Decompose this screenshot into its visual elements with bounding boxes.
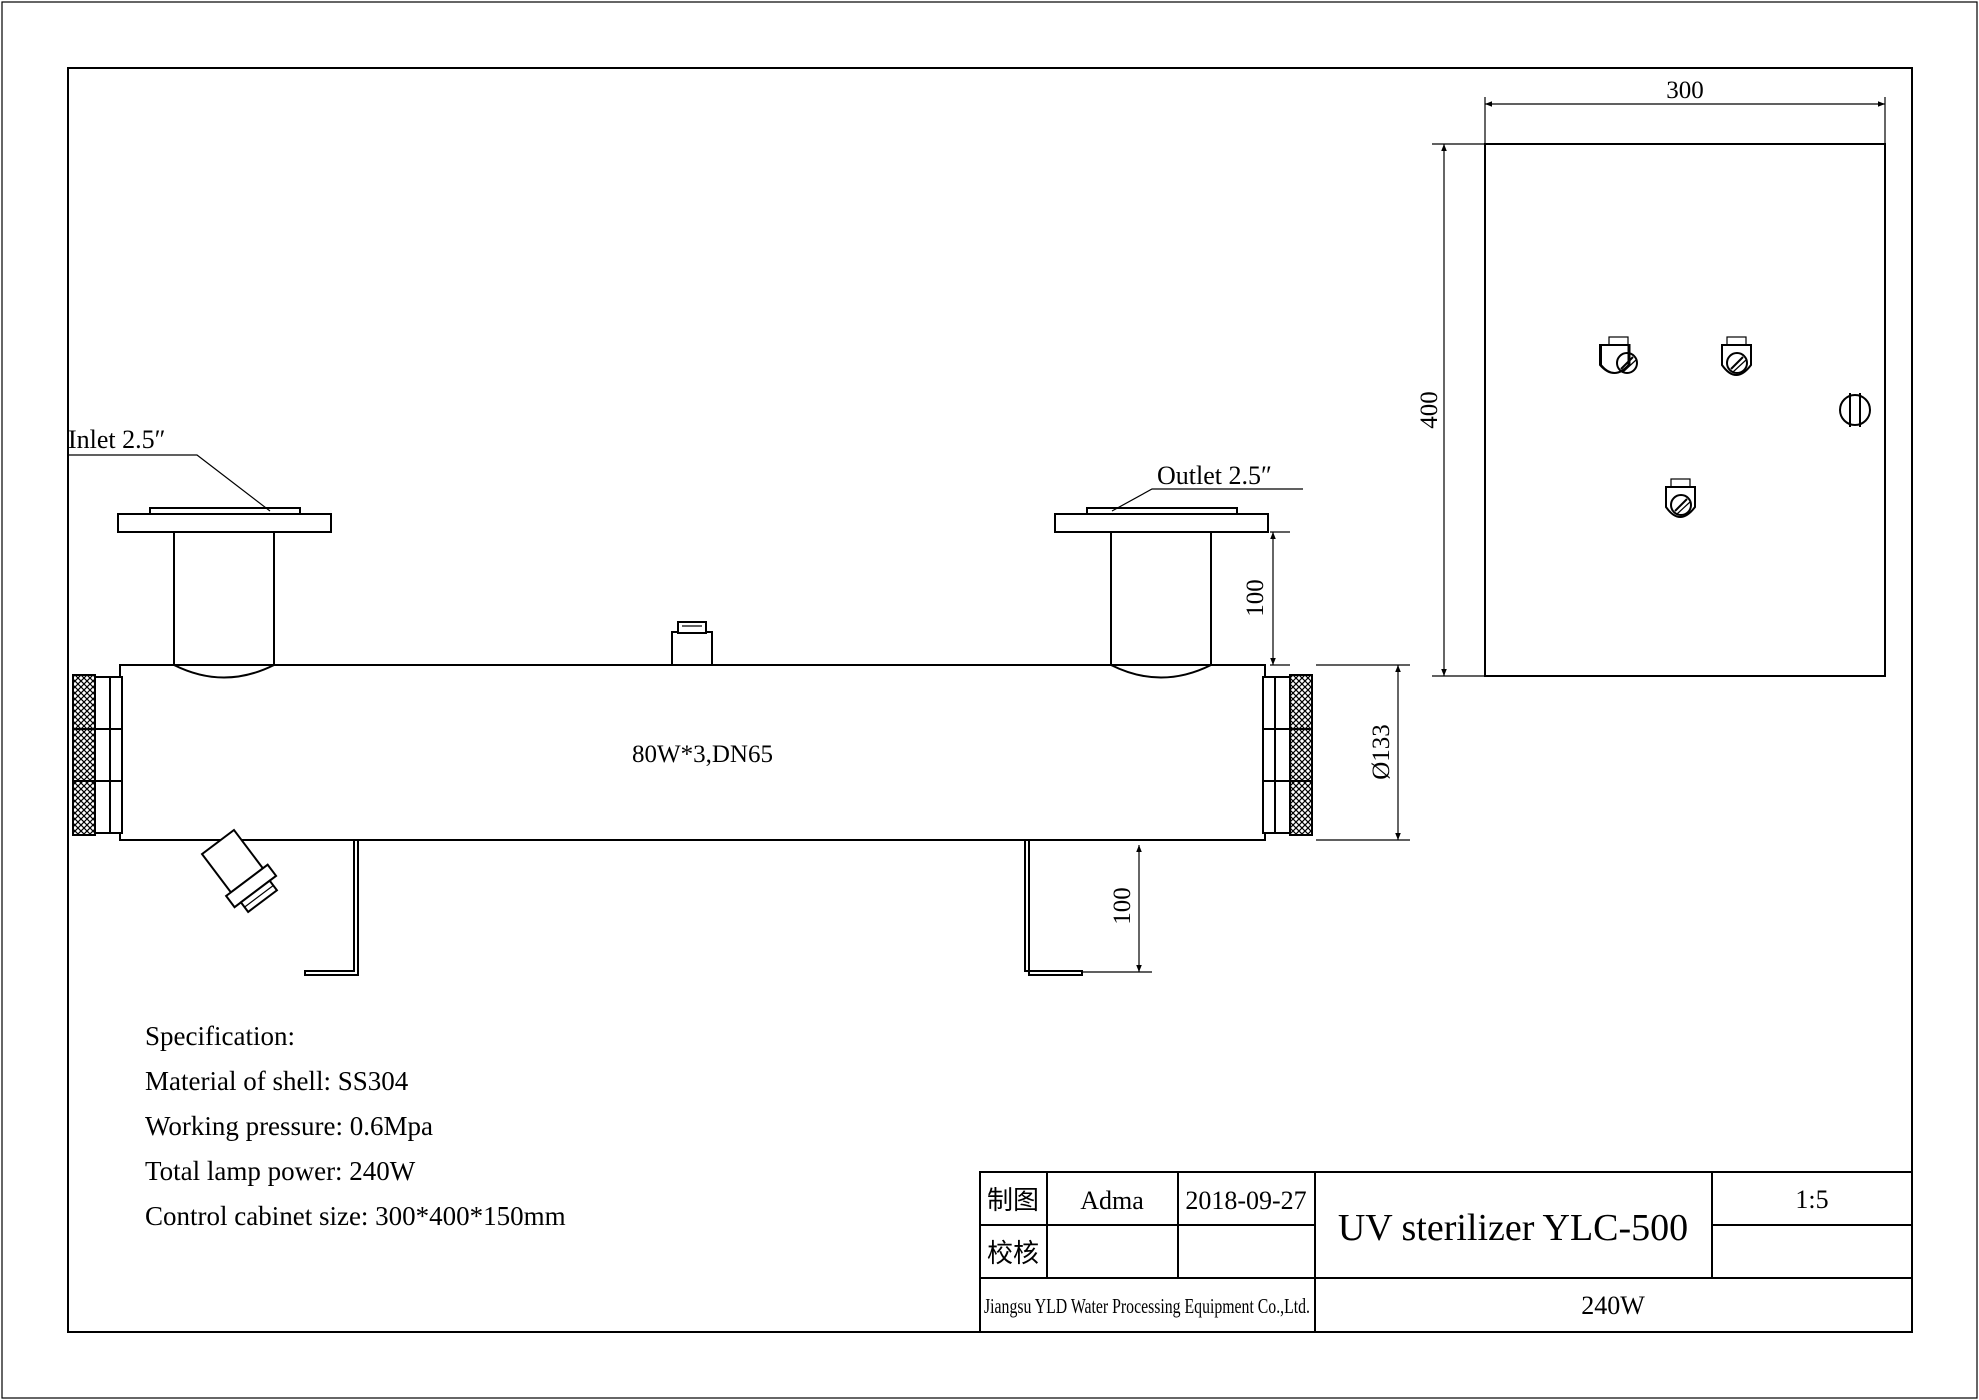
switch-knob-2 (1721, 336, 1752, 376)
outlet-label: Outlet 2.5″ (1157, 461, 1272, 490)
spec-heading: Specification: (145, 1021, 295, 1051)
title-block (979, 1171, 1913, 1333)
outlet-pipe (1110, 529, 1212, 676)
drawing-title: UV sterilizer YLC-500 (1338, 1207, 1688, 1249)
specification-block: Specification: Material of shell: SS304 … (145, 1021, 566, 1231)
top-fitting (671, 631, 713, 666)
diameter-value: Ø133 (1368, 724, 1395, 780)
switch-knob-1 (1599, 336, 1638, 374)
company-name: Jiangsu YLD Water Processing Equipment C… (984, 1294, 1310, 1318)
support-legs (304, 840, 1083, 976)
left-end-caps (72, 674, 123, 836)
inlet-label: Inlet 2.5″ (68, 425, 165, 454)
cabinet-outline (1484, 143, 1886, 677)
drawing-scale: 1:5 (1795, 1185, 1828, 1214)
body-spec-label: 80W*3,DN65 (632, 741, 773, 768)
power-rating: 240W (1581, 1291, 1645, 1320)
diameter-dimension (1316, 664, 1410, 841)
drawing-date: 2018-09-27 (1185, 1186, 1306, 1215)
cabinet-width-value: 300 (1666, 77, 1704, 104)
main-body (119, 664, 1266, 841)
drain-fitting (200, 828, 279, 914)
outlet-flange (1054, 513, 1269, 533)
check-label: 校核 (987, 1239, 1039, 1268)
outlet-height-dimension (1270, 531, 1290, 666)
leg-height-dimension (1082, 845, 1152, 973)
cabinet-lock (1839, 393, 1871, 427)
spec-line: Control cabinet size: 300*400*150mm (145, 1201, 566, 1231)
drawn-by: Adma (1080, 1186, 1144, 1215)
sterilizer-side-view (68, 454, 1313, 976)
switch-knob-3 (1665, 478, 1696, 518)
control-cabinet (1432, 97, 1886, 677)
outlet-height-value: 100 (1242, 579, 1269, 617)
inlet-flange (117, 513, 332, 533)
spec-line: Material of shell: SS304 (145, 1066, 409, 1096)
right-end-caps (1262, 674, 1313, 836)
leg-height-value: 100 (1109, 887, 1136, 925)
drawn-label: 制图 (987, 1186, 1039, 1215)
cabinet-height-value: 400 (1416, 391, 1443, 429)
spec-line: Total lamp power: 240W (145, 1156, 416, 1186)
inlet-pipe (173, 529, 275, 676)
spec-line: Working pressure: 0.6Mpa (145, 1111, 433, 1141)
